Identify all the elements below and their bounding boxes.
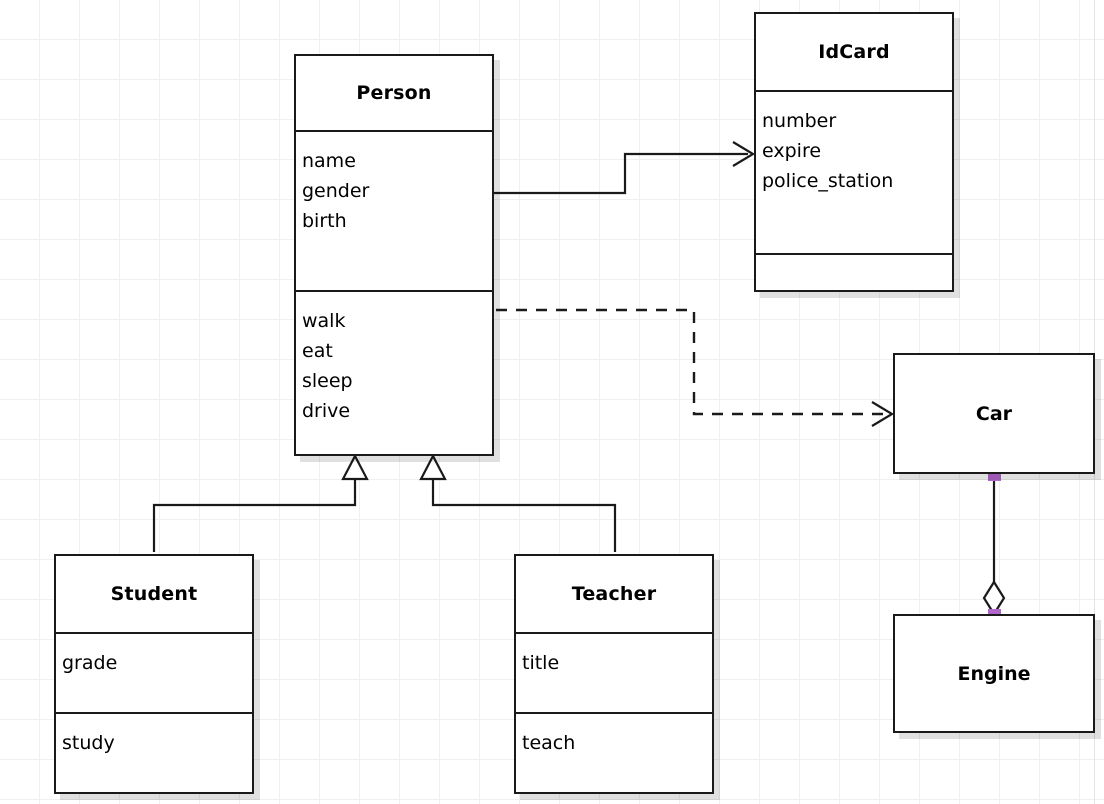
class-box-engine[interactable]: Engine	[893, 614, 1095, 733]
attribute-item: title	[522, 652, 560, 674]
attribute-item: gender	[302, 180, 370, 202]
operation-item: eat	[302, 340, 333, 362]
class-name-engine: Engine	[957, 662, 1031, 685]
attribute-item: number	[762, 110, 837, 132]
class-attributes-teacher: title	[516, 632, 712, 712]
attribute-item: police_station	[762, 170, 894, 192]
operation-item: study	[62, 732, 115, 754]
class-box-person[interactable]: Person name gender birth walk eat sleep …	[294, 54, 494, 456]
class-operations-person: walk eat sleep drive	[296, 290, 492, 454]
class-attributes-idcard: number expire police_station	[756, 90, 952, 253]
operation-item: teach	[522, 732, 576, 754]
class-operations-student: study	[56, 712, 252, 792]
relationship-person-idcard[interactable]	[494, 141, 756, 195]
class-attributes-person: name gender birth	[296, 130, 492, 290]
class-attributes-student: grade	[56, 632, 252, 712]
relationship-teacher-person[interactable]	[419, 453, 617, 552]
class-operations-teacher: teach	[516, 712, 712, 792]
class-name-car: Car	[975, 402, 1013, 425]
class-name-person: Person	[356, 82, 432, 104]
attribute-item: birth	[302, 210, 347, 232]
relationship-student-person[interactable]	[152, 453, 369, 552]
relationship-car-engine[interactable]	[982, 468, 1006, 622]
class-name-teacher: Teacher	[571, 583, 657, 605]
class-box-idcard[interactable]: IdCard number expire police_station	[754, 12, 954, 292]
operation-item: drive	[302, 400, 351, 422]
operation-item: walk	[302, 310, 346, 332]
relationship-person-car[interactable]	[496, 308, 895, 427]
attribute-item: name	[302, 150, 356, 172]
class-box-car[interactable]: Car	[893, 353, 1095, 474]
class-box-teacher[interactable]: Teacher title teach	[514, 554, 714, 794]
operation-item: sleep	[302, 370, 353, 392]
attribute-item: expire	[762, 140, 822, 162]
class-name-idcard: IdCard	[818, 41, 890, 63]
class-name-student: Student	[110, 583, 198, 605]
class-box-student[interactable]: Student grade study	[54, 554, 254, 794]
attribute-item: grade	[62, 652, 118, 674]
class-operations-idcard	[756, 253, 952, 290]
